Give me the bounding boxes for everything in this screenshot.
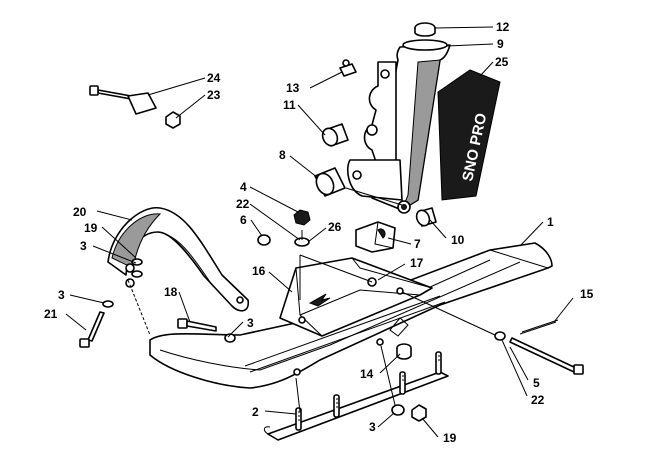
callout-23: 23: [207, 88, 221, 102]
callouts: 1 2 3 3 3 3 4 5 6 7 8 9 10 11 12 13 14 1…: [44, 20, 594, 445]
reference-lines: [127, 187, 496, 413]
callout-3-left: 3: [58, 288, 65, 302]
callout-19-lower: 19: [443, 431, 457, 445]
callout-10: 10: [451, 233, 465, 247]
damper-block: [355, 221, 396, 253]
leader-lines: [65, 26, 574, 438]
callout-11: 11: [283, 98, 296, 112]
callout-13: 13: [286, 81, 300, 95]
callout-19-left: 19: [84, 221, 98, 235]
callout-18: 18: [164, 285, 178, 299]
callout-9: 9: [497, 37, 504, 51]
callout-1: 1: [547, 215, 554, 229]
callout-12: 12: [496, 20, 510, 34]
callout-3-center: 3: [247, 316, 254, 330]
ski-handle: [107, 207, 250, 312]
callout-20: 20: [73, 205, 87, 219]
callout-26: 26: [328, 220, 342, 234]
callout-21: 21: [44, 307, 58, 321]
callout-7: 7: [414, 237, 421, 251]
callout-24: 24: [207, 71, 221, 85]
hardware: [79, 59, 584, 422]
callout-25: 25: [495, 55, 509, 69]
callout-2: 2: [252, 405, 259, 419]
callout-16: 16: [252, 264, 266, 278]
callout-3-lower: 3: [369, 420, 376, 434]
bushings: [314, 123, 437, 227]
callout-17: 17: [410, 256, 424, 270]
callout-14: 14: [360, 367, 374, 381]
callout-22-lower: 22: [531, 393, 545, 407]
ski-saddle: [279, 257, 433, 337]
callout-15: 15: [580, 287, 594, 301]
callout-3-upper: 3: [80, 239, 87, 253]
callout-4: 4: [240, 180, 247, 194]
callout-5: 5: [533, 376, 540, 390]
wear-bar: [263, 351, 449, 441]
callout-6: 6: [240, 213, 247, 227]
callout-22-upper: 22: [236, 197, 250, 211]
decal: SNO PRO: [437, 69, 501, 201]
spindle: [346, 39, 451, 214]
callout-8: 8: [279, 148, 286, 162]
cap: [414, 22, 436, 37]
